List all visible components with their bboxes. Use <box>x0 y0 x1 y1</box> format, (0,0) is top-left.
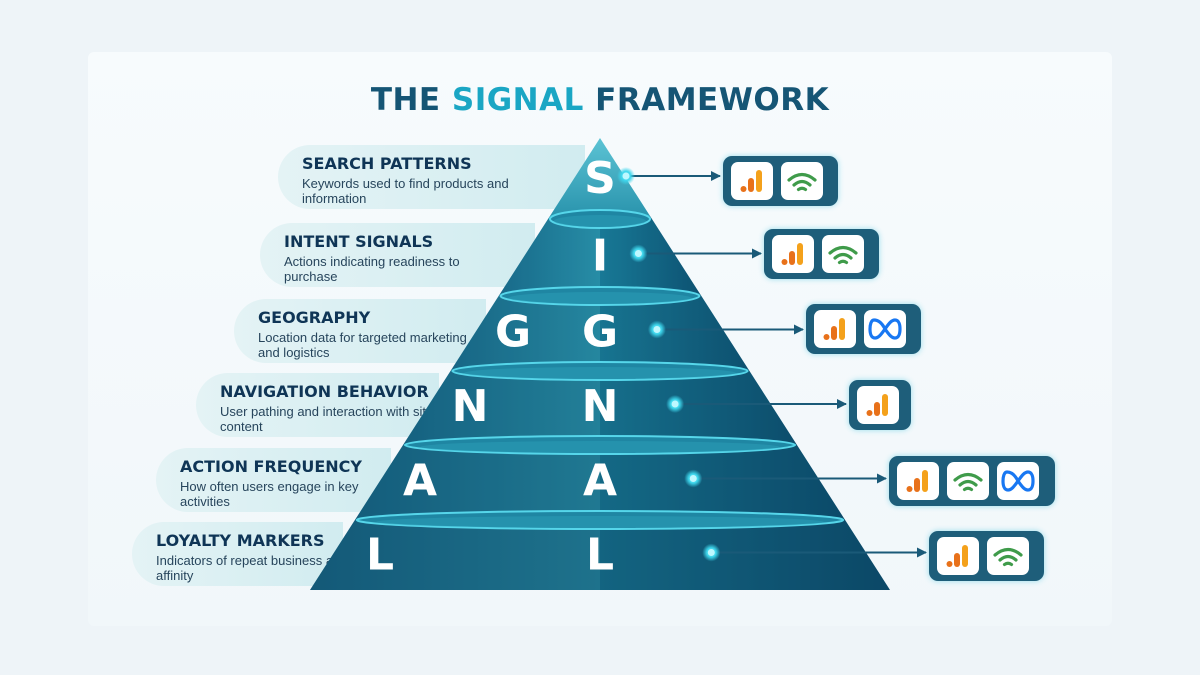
layer-letter-left: L <box>366 530 394 581</box>
layer-letter-left: A <box>403 456 437 507</box>
layer-label-n: NAVIGATION BEHAVIOR User pathing and inte… <box>196 373 439 437</box>
google-analytics-icon <box>897 462 939 500</box>
layer-title: LOYALTY MARKERS <box>156 530 325 550</box>
meta-icon <box>864 310 906 348</box>
connector-dot <box>634 250 642 257</box>
google-ads-icon <box>987 537 1029 575</box>
title-highlight: SIGNAL <box>451 82 584 118</box>
layer-description: User pathing and interaction with site c… <box>220 404 434 434</box>
layer-rim-inner <box>376 516 824 528</box>
title-prefix: THE <box>370 82 452 118</box>
layer-rim-inner <box>420 441 780 453</box>
tool-box-a <box>889 456 1055 506</box>
layer-shade <box>500 216 700 293</box>
connector-dot <box>707 549 715 556</box>
pyramid-layer-l: LL <box>310 510 927 590</box>
layer-letter-left: N <box>452 381 489 432</box>
layer-description: Keywords used to find products and infor… <box>302 176 509 206</box>
layer-title: ACTION FREQUENCY <box>180 456 362 476</box>
pyramid-layer-s: S <box>549 138 721 216</box>
tool-box-s <box>723 156 838 206</box>
layer-rim-inner <box>553 215 647 227</box>
tool-box-i <box>764 229 879 279</box>
google-analytics-icon <box>857 386 899 424</box>
tool-box-l <box>929 531 1044 581</box>
google-ads-icon <box>947 462 989 500</box>
layer-letter-center: A <box>583 456 617 507</box>
layer-description: Location data for targeted marketing and… <box>258 329 467 360</box>
layer-left-face <box>549 138 600 216</box>
layer-title: SEARCH PATTERNS <box>302 154 472 173</box>
layer-letter-left: G <box>495 307 531 358</box>
layer-left-face <box>310 517 600 590</box>
pyramid-layer-a: AA <box>356 435 887 517</box>
layer-left-face <box>452 293 600 368</box>
layer-left-face <box>356 442 600 517</box>
layer-shade <box>356 442 844 517</box>
title-suffix: FRAMEWORK <box>583 82 830 118</box>
layer-letter-center: G <box>582 307 618 358</box>
layer-left-face <box>404 368 600 442</box>
connector-dot <box>671 400 679 408</box>
google-analytics-icon <box>772 235 814 273</box>
google-ads-icon <box>781 162 823 200</box>
layer-shade <box>310 517 890 590</box>
tool-box-g <box>806 304 921 354</box>
layer-letter-center: I <box>592 231 608 282</box>
tool-box-n <box>849 380 911 430</box>
layer-shade <box>404 368 796 442</box>
layer-description: Actions indicating readiness to purchase <box>284 253 460 284</box>
meta-icon <box>997 462 1039 500</box>
connector-dot <box>653 326 661 333</box>
google-analytics-icon <box>814 310 856 348</box>
layer-letter-center: S <box>584 153 616 204</box>
page-title: THE SIGNAL FRAMEWORK <box>0 82 1200 118</box>
layer-left-face <box>500 216 600 293</box>
layer-rim-inner <box>464 367 736 379</box>
pyramid-layer-i: I <box>500 209 762 293</box>
layer-shade <box>452 293 748 368</box>
pyramid-layer-n: NN <box>404 361 847 442</box>
pyramid-layer-g: GG <box>452 286 804 368</box>
layer-title: GEOGRAPHY <box>258 307 371 327</box>
layer-title: INTENT SIGNALS <box>284 231 434 251</box>
google-ads-icon <box>822 235 864 273</box>
google-analytics-icon <box>731 162 773 200</box>
layer-title: NAVIGATION BEHAVIOR <box>220 382 429 401</box>
connector-dot <box>689 475 697 482</box>
layer-letter-center: N <box>582 381 619 432</box>
layer-label-s: SEARCH PATTERNS Keywords used to find pro… <box>278 145 585 209</box>
layer-letter-center: L <box>586 530 614 581</box>
connector-dot <box>622 172 630 180</box>
google-analytics-icon <box>937 537 979 575</box>
layer-rim-inner <box>508 292 692 304</box>
layer-description: How often users engage in key activities <box>180 478 359 509</box>
